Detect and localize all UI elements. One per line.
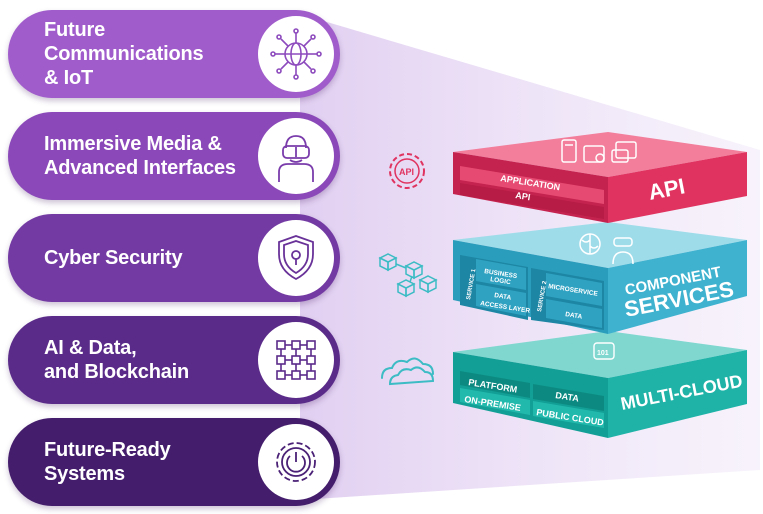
service-1-label: SERVICE 1 bbox=[466, 268, 477, 300]
api-gear-label: API bbox=[399, 167, 414, 177]
globe-network-icon bbox=[270, 28, 322, 80]
vr-headset-person-icon bbox=[278, 135, 314, 182]
cloud-icon bbox=[381, 357, 435, 386]
service-2-label: SERVICE 2 bbox=[537, 280, 548, 312]
pillar-ai-data-blockchain: AI & Data, and Blockchain bbox=[8, 316, 340, 404]
connected-cubes-icon bbox=[378, 253, 438, 298]
api-inner-label: API bbox=[515, 190, 531, 202]
pillar-label: Immersive Media & Advanced Interfaces bbox=[44, 133, 236, 179]
brain-icon bbox=[579, 233, 601, 255]
api-layer: APPLICATION API API API bbox=[389, 132, 747, 223]
pillar-immersive-media: Immersive Media & Advanced Interfaces bbox=[8, 112, 340, 200]
pillar-label: Future Communications & IoT bbox=[44, 19, 204, 89]
svg-text:101: 101 bbox=[597, 350, 609, 357]
pillar-cyber-security: Cyber Security bbox=[8, 214, 340, 302]
data-access-label-1: DATA bbox=[494, 292, 512, 302]
services-data-label: DATA bbox=[565, 311, 583, 321]
component-services-layer: SERVICE 1 SERVICE 2 BUSINESS LOGIC DATA … bbox=[378, 222, 747, 334]
binary-data-icon: 101 bbox=[593, 342, 615, 360]
pillar-future-ready-systems: Future-Ready Systems bbox=[8, 418, 340, 506]
pillar-label: Future-Ready Systems bbox=[44, 439, 171, 485]
vr-person-icon bbox=[612, 237, 634, 265]
pillar-label: Cyber Security bbox=[44, 247, 183, 269]
security-shield-lock-icon bbox=[278, 235, 314, 281]
cloud-data-label: DATA bbox=[555, 390, 580, 404]
power-gear-icon bbox=[276, 442, 316, 482]
pillar-label: AI & Data, and Blockchain bbox=[44, 337, 190, 383]
pillar-icon-circle bbox=[258, 220, 334, 296]
api-gear-icon: API bbox=[389, 153, 425, 189]
pillar-icon-circle bbox=[258, 424, 334, 500]
devices-icon bbox=[561, 139, 637, 163]
multi-cloud-layer: PLATFORM DATA ON-PREMISE PUBLIC CLOUD MU… bbox=[381, 331, 747, 438]
business-logic-label-2: LOGIC bbox=[490, 276, 512, 286]
pillar-icon-circle bbox=[258, 322, 334, 398]
pillar-future-communications: Future Communications & IoT bbox=[8, 10, 340, 98]
blockchain-grid-icon bbox=[276, 340, 316, 380]
pillar-icon-circle bbox=[258, 16, 334, 92]
pillar-icon-circle bbox=[258, 118, 334, 194]
